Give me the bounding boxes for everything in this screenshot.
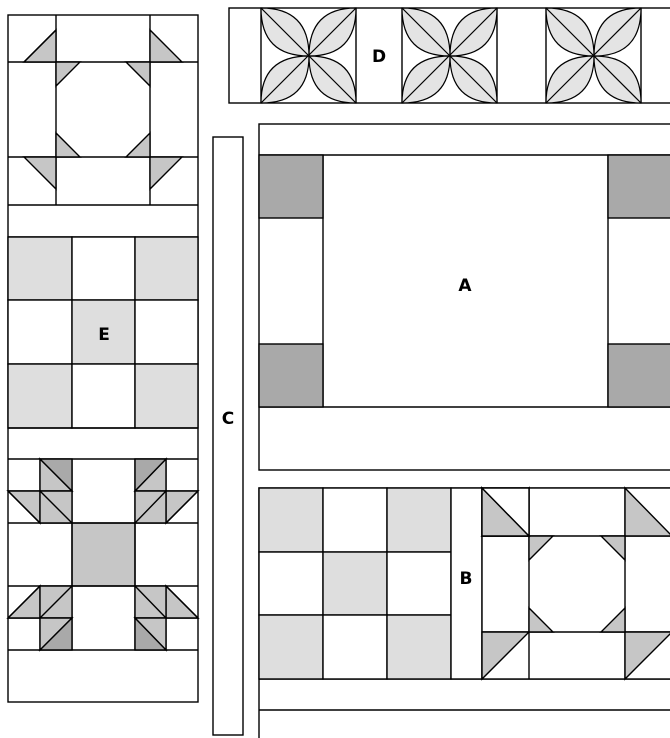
lower-row-b: B xyxy=(259,488,670,738)
nine-patch-square xyxy=(72,364,135,428)
snowball-block-bottom xyxy=(482,488,670,679)
label-c: C xyxy=(222,409,234,429)
cornerstone-square xyxy=(259,155,323,218)
label-d: D xyxy=(372,47,386,67)
nine-patch-square xyxy=(72,237,135,300)
nine-patch-square xyxy=(135,300,198,364)
orange-peel-row-d: D xyxy=(229,8,670,103)
nine-patch-square xyxy=(8,300,72,364)
nine-patch-square xyxy=(135,364,198,428)
bear-paw-center-square xyxy=(72,523,135,586)
center-block-a: A xyxy=(259,124,670,470)
nine-patch-square xyxy=(8,237,72,300)
cornerstone-square xyxy=(608,344,670,407)
label-a: A xyxy=(458,276,472,296)
nine-patch-block-e: E xyxy=(8,237,198,428)
nine-patch-square xyxy=(8,364,72,428)
left-column-panel: E xyxy=(8,15,198,702)
sashing-strip-c: C xyxy=(213,137,243,735)
label-b: B xyxy=(460,569,473,589)
nine-patch-block-b xyxy=(259,488,451,679)
label-e: E xyxy=(98,325,110,345)
cornerstone-square xyxy=(259,344,323,407)
cornerstone-square xyxy=(608,155,670,218)
nine-patch-square xyxy=(135,237,198,300)
